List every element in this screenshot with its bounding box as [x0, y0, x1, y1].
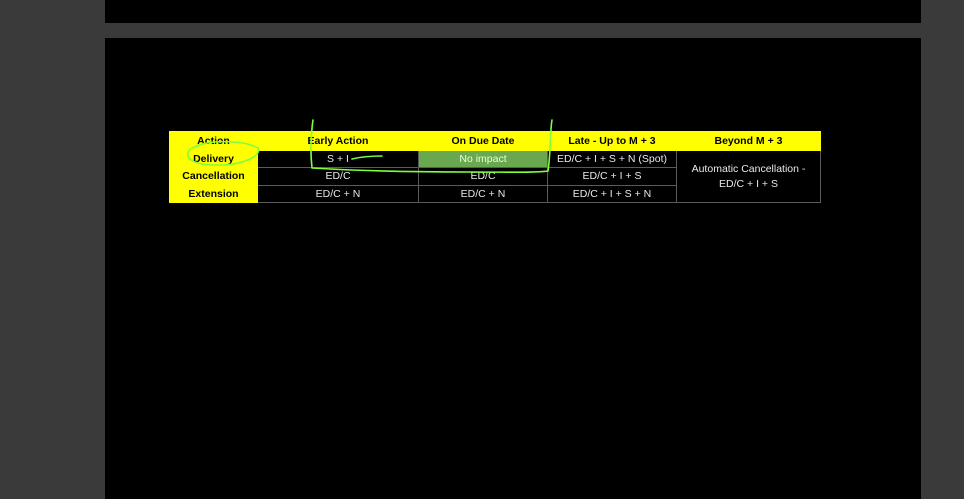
cell-extension-early: ED/C + N — [257, 184, 419, 204]
cell-cancellation-early: ED/C — [257, 167, 419, 186]
beyond-line-1: Automatic Cancellation - — [691, 162, 806, 175]
row-label-delivery: Delivery — [169, 149, 258, 169]
cell-delivery-due: No impact — [418, 149, 548, 169]
cell-extension-due: ED/C + N — [418, 184, 548, 204]
cell-extension-late: ED/C + I + S + N — [547, 184, 677, 204]
cell-delivery-late: ED/C + I + S + N (Spot) — [547, 149, 677, 169]
header-early-action: Early Action — [257, 131, 419, 151]
cell-beyond-merged: Automatic Cancellation - ED/C + I + S — [676, 150, 821, 203]
beyond-line-2: ED/C + I + S — [719, 177, 778, 190]
header-beyond: Beyond M + 3 — [676, 131, 821, 151]
cell-cancellation-late: ED/C + I + S — [547, 167, 677, 186]
slide-canvas[interactable] — [105, 38, 921, 499]
header-late: Late - Up to M + 3 — [547, 131, 677, 151]
row-label-cancellation: Cancellation — [169, 167, 258, 186]
table-row: Delivery S + I No impact ED/C + I + S + … — [169, 149, 821, 203]
table-header-row: Action Early Action On Due Date Late - U… — [169, 131, 821, 151]
cell-cancellation-due: ED/C — [418, 167, 548, 186]
header-on-due-date: On Due Date — [418, 131, 548, 151]
row-label-extension: Extension — [169, 184, 258, 204]
action-table: Action Early Action On Due Date Late - U… — [169, 131, 821, 204]
cell-delivery-early: S + I — [257, 149, 419, 169]
header-action: Action — [169, 131, 258, 151]
table-row: Extension ED/C + N ED/C + N ED/C + I + S… — [169, 184, 821, 204]
slide-thumbnail-top[interactable] — [105, 0, 921, 23]
